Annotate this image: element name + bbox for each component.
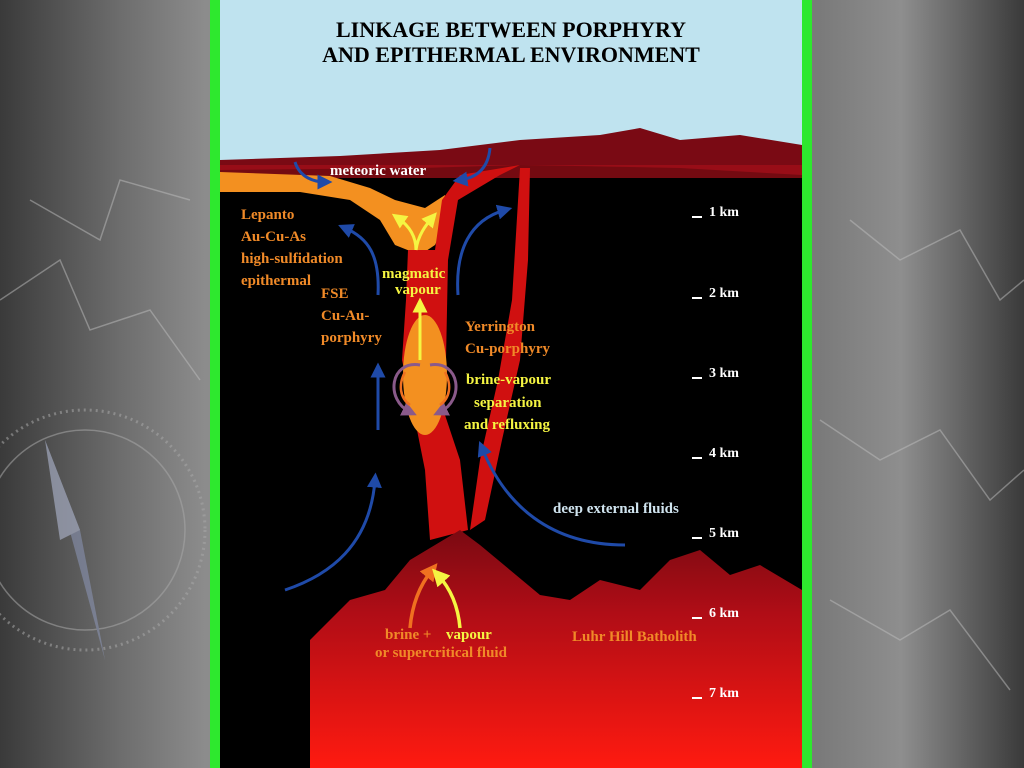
label-deep-external-fluids: deep external fluids — [553, 501, 679, 517]
cross-section-diagram — [220, 0, 802, 768]
depth-label-3: 3 km — [709, 366, 739, 381]
title-line-1: LINKAGE BETWEEN PORPHYRY — [335, 17, 687, 42]
reflux-orange-right — [439, 371, 451, 407]
depth-tick-3 — [692, 377, 702, 379]
vapour-arrow — [432, 568, 462, 629]
label-magmatic: magmatic — [382, 266, 446, 282]
reflux-right-arrow — [429, 363, 458, 416]
porphyry-body — [403, 315, 447, 435]
label-batholith: Luhr Hill Batholith — [572, 629, 697, 645]
diagram-panel: LINKAGE BETWEEN PORPHYRY AND EPITHERMAL … — [220, 0, 802, 768]
label-supercritical: or supercritical fluid — [375, 645, 507, 661]
label-lepanto-2: Au-Cu-As — [241, 229, 307, 245]
deep-left-arrow — [284, 472, 382, 592]
label-yerrington-1: Yerrington — [465, 319, 535, 335]
epithermal-zone — [220, 172, 450, 255]
label-separation: separation — [474, 395, 542, 411]
depth-tick-5 — [692, 537, 702, 539]
label-fse-2: Cu-Au- — [321, 308, 370, 324]
label-lepanto-4: epithermal — [241, 273, 311, 289]
conduit-flow-arrow — [456, 204, 513, 296]
reflux-orange-left — [399, 371, 411, 407]
surface-topography — [220, 128, 802, 175]
meteoric-arrow-left — [293, 161, 333, 190]
label-vapour-bottom: vapour — [446, 627, 492, 643]
epithermal-flow-arrow — [338, 224, 380, 296]
depth-tick-4 — [692, 457, 702, 459]
label-fse-3: porphyry — [321, 330, 382, 346]
depth-tick-6 — [692, 617, 702, 619]
depth-label-5: 5 km — [709, 526, 739, 541]
label-lepanto-1: Lepanto — [241, 207, 295, 223]
label-fse-1: FSE — [321, 286, 349, 302]
depth-label-1: 1 km — [709, 205, 739, 220]
depth-label-2: 2 km — [709, 286, 739, 301]
reflux-left-arrow — [392, 363, 421, 416]
depth-label-7: 7 km — [709, 686, 739, 701]
depth-label-6: 6 km — [709, 606, 739, 621]
depth-tick-2 — [692, 297, 702, 299]
brine-arrow — [408, 563, 438, 629]
depth-tick-7 — [692, 697, 702, 699]
deep-external-arrow — [477, 441, 626, 547]
magma-conduit — [402, 165, 520, 540]
batholith — [310, 530, 802, 768]
title-line-2: AND EPITHERMAL ENVIRONMENT — [322, 42, 700, 67]
label-brine-plus: brine + — [385, 627, 432, 643]
label-meteoric-water: meteoric water — [330, 163, 427, 179]
label-brine-vapour: brine-vapour — [466, 372, 552, 388]
compass-icon — [0, 408, 207, 660]
label-lepanto-3: high-sulfidation — [241, 251, 343, 267]
yerrington-dike — [470, 168, 530, 530]
label-refluxing: and refluxing — [464, 417, 550, 433]
label-yerrington-2: Cu-porphyry — [465, 341, 551, 357]
label-vapour: vapour — [395, 282, 441, 298]
depth-tick-1 — [692, 216, 702, 218]
depth-label-4: 4 km — [709, 446, 739, 461]
meteoric-arrow-right — [452, 147, 492, 187]
vapour-fork-right — [414, 212, 437, 251]
